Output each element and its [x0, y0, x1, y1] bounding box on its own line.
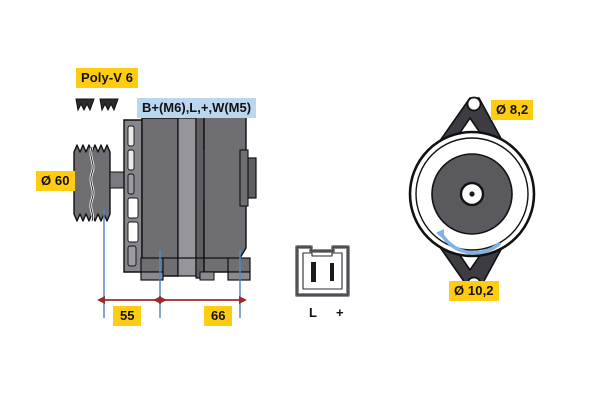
- rotation-direction-arrow: [435, 229, 502, 255]
- connector-pin-plus: [330, 263, 334, 281]
- regulator-boss: [239, 149, 257, 207]
- connector-pin-l: [311, 262, 316, 282]
- badge-top-hole-diameter: Ø 8,2: [491, 100, 534, 120]
- shaft-center: [469, 191, 475, 197]
- alternator-side-view-group: [73, 115, 257, 281]
- mounting-foot-left: [140, 257, 164, 281]
- pulley: [73, 144, 111, 222]
- stator-band: [177, 117, 197, 277]
- dimension-lines: [97, 210, 247, 318]
- top-mounting-hole: [466, 96, 482, 112]
- dimension-label-66: 66: [204, 306, 233, 326]
- plug-connector-graphic: [295, 245, 350, 297]
- badge-pulley-diameter: Ø 60: [36, 171, 75, 191]
- mounting-foot-right: [227, 257, 251, 281]
- badge-terminals: B+(M6),L,+,W(M5): [137, 98, 257, 118]
- connector-terminal-label-l: L: [309, 305, 317, 320]
- badge-poly-v: Poly-V 6: [76, 68, 139, 88]
- alternator-end-view-group: [408, 96, 536, 292]
- badge-bottom-hole-diameter: Ø 10,2: [449, 281, 499, 301]
- mid-housing: [195, 115, 205, 279]
- shaft-spacer: [109, 171, 125, 189]
- poly-v-groove-symbol: [75, 98, 119, 112]
- dimension-label-55: 55: [113, 306, 142, 326]
- lower-lug: [199, 271, 215, 281]
- fan-housing: [123, 119, 143, 273]
- connector-terminal-label-plus: +: [336, 305, 344, 320]
